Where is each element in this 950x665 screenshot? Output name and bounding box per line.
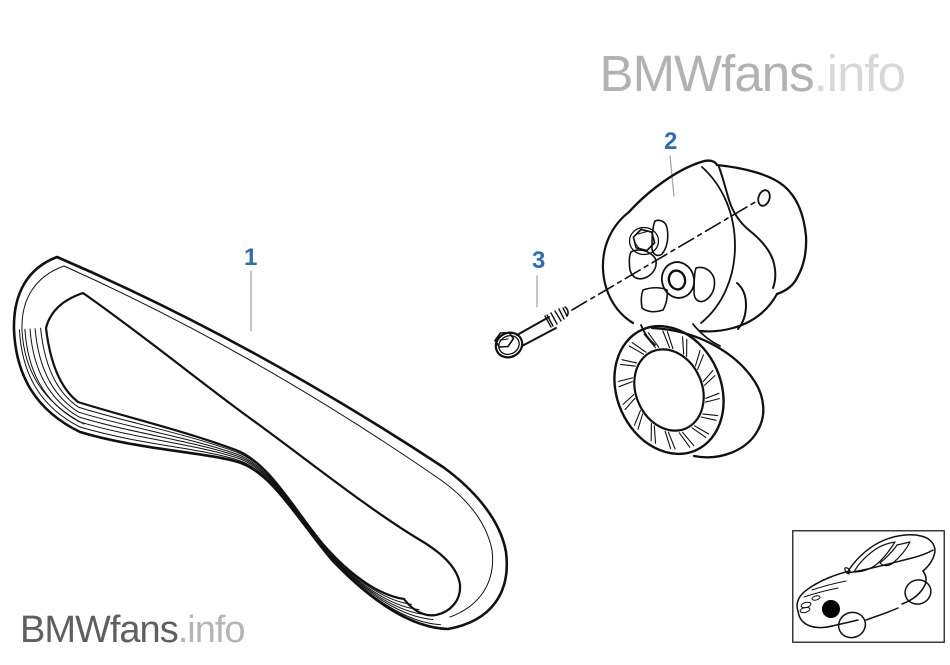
generated-line — [664, 430, 672, 449]
site-logo-suffix: .info — [177, 609, 246, 651]
belt-rib-lines — [18, 327, 441, 626]
generated-line — [681, 336, 685, 355]
generated-line — [705, 392, 720, 399]
centerline — [571, 200, 758, 311]
generated-line — [18, 329, 441, 626]
generated-line — [703, 375, 716, 386]
generated-line — [704, 398, 720, 403]
generated-line — [681, 431, 695, 447]
watermark-top-right: BMWfans.info — [599, 44, 906, 103]
generated-line — [653, 425, 657, 444]
tensioner-drawing — [601, 159, 808, 459]
generated-line — [633, 410, 641, 426]
generated-line — [647, 332, 660, 348]
generated-line — [662, 330, 671, 349]
generated-line — [624, 397, 636, 411]
generated-line — [631, 342, 647, 353]
generated-line — [34, 328, 420, 610]
site-logo-bottom-left: BMWfans.info — [20, 609, 246, 652]
generated-line — [622, 394, 635, 405]
generated-line — [702, 369, 714, 383]
tensioner-hex-bolt — [628, 226, 660, 256]
part-location-dot — [822, 600, 840, 618]
generated-line — [24, 328, 434, 620]
generated-line — [637, 413, 644, 430]
generated-line — [628, 345, 645, 355]
site-logo-brand: BMWfans — [20, 609, 179, 651]
leader-lines — [250, 155, 675, 332]
car-location-icon — [792, 530, 945, 643]
watermark-brand: BMWfans — [599, 45, 815, 102]
generated-line — [666, 331, 674, 350]
part-label-1[interactable]: 1 — [244, 244, 258, 271]
generated-line — [693, 425, 710, 435]
car-box-border — [792, 530, 945, 643]
generated-line — [700, 416, 717, 421]
generated-line — [618, 381, 633, 388]
generated-line — [619, 363, 636, 367]
bolt-drawing — [494, 306, 569, 359]
generated-line — [694, 350, 701, 367]
generated-line — [667, 431, 676, 450]
generated-line — [621, 359, 638, 364]
generated-line — [697, 354, 705, 370]
watermark-suffix: .info — [813, 45, 906, 102]
part-label-2[interactable]: 2 — [664, 128, 678, 155]
part-label-3[interactable]: 3 — [532, 247, 546, 274]
generated-line — [702, 413, 719, 417]
ribbed-belt-drawing — [12, 255, 509, 631]
generated-line — [678, 432, 691, 448]
mount-hole — [757, 189, 771, 207]
generated-line — [29, 328, 427, 615]
generated-line — [618, 377, 634, 382]
generated-line — [691, 427, 707, 438]
generated-line — [40, 327, 412, 605]
